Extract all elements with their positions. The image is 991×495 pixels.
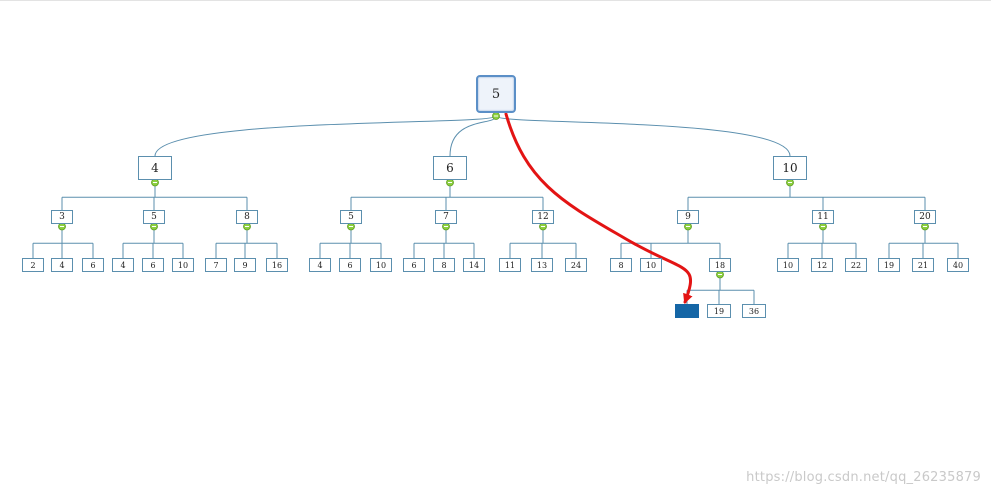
- tree-node[interactable]: 19: [878, 258, 900, 272]
- tree-node-selected[interactable]: 17: [675, 304, 699, 318]
- tree-node[interactable]: 7: [205, 258, 227, 272]
- tree-node[interactable]: 10: [773, 156, 807, 180]
- tree-node[interactable]: 13: [531, 258, 553, 272]
- collapse-toggle-icon[interactable]: [243, 222, 251, 231]
- tree-node[interactable]: 21: [912, 258, 934, 272]
- tree-node[interactable]: 6: [82, 258, 104, 272]
- collapse-toggle-icon[interactable]: [921, 222, 929, 231]
- tree-node[interactable]: 4: [51, 258, 73, 272]
- tree-node[interactable]: 16: [266, 258, 288, 272]
- tree-node[interactable]: 9: [677, 210, 699, 224]
- tree-node[interactable]: 6: [339, 258, 361, 272]
- collapse-toggle-icon[interactable]: [786, 178, 794, 187]
- tree-node[interactable]: 4: [309, 258, 331, 272]
- tree-node[interactable]: 20: [914, 210, 936, 224]
- tree-node[interactable]: 4: [138, 156, 172, 180]
- watermark-text: https://blog.csdn.net/qq_26235879: [746, 470, 981, 485]
- collapse-toggle-icon[interactable]: [492, 112, 500, 120]
- tree-node[interactable]: 8: [236, 210, 258, 224]
- tree-node[interactable]: 12: [811, 258, 833, 272]
- collapse-toggle-icon[interactable]: [347, 222, 355, 231]
- collapse-toggle-icon[interactable]: [58, 222, 66, 231]
- tree-node[interactable]: 19: [707, 304, 731, 318]
- top-divider: [0, 0, 991, 1]
- tree-node[interactable]: 14: [463, 258, 485, 272]
- collapse-toggle-icon[interactable]: [446, 178, 454, 187]
- connector-lines: [32, 115, 959, 304]
- highlight-arrow: [504, 112, 693, 304]
- tree-node[interactable]: 10: [370, 258, 392, 272]
- collapse-toggle-icon[interactable]: [716, 270, 724, 279]
- tree-node[interactable]: 9: [234, 258, 256, 272]
- tree-node[interactable]: 10: [172, 258, 194, 272]
- tree-node[interactable]: 36: [742, 304, 766, 318]
- connector-line: [449, 115, 497, 157]
- collapse-toggle-icon[interactable]: [150, 222, 158, 231]
- tree-node[interactable]: 7: [435, 210, 457, 224]
- collapse-toggle-icon[interactable]: [151, 178, 159, 187]
- highlight-arrows: [504, 112, 693, 304]
- connector-line: [154, 115, 497, 157]
- tree-root-node[interactable]: 5: [476, 75, 516, 113]
- tree-node[interactable]: 12: [532, 210, 554, 224]
- tree-node[interactable]: 6: [433, 156, 467, 180]
- collapse-toggle-icon[interactable]: [442, 222, 450, 231]
- tree-node[interactable]: 11: [812, 210, 834, 224]
- collapse-toggle-icon[interactable]: [539, 222, 547, 231]
- tree-node[interactable]: 22: [845, 258, 867, 272]
- tree-node[interactable]: 10: [777, 258, 799, 272]
- tree-node[interactable]: 8: [433, 258, 455, 272]
- tree-node[interactable]: 40: [947, 258, 969, 272]
- tree-node[interactable]: 11: [499, 258, 521, 272]
- tree-node[interactable]: 2: [22, 258, 44, 272]
- tree-node[interactable]: 3: [51, 210, 73, 224]
- collapse-toggle-icon[interactable]: [819, 222, 827, 231]
- tree-node[interactable]: 10: [640, 258, 662, 272]
- tree-node[interactable]: 6: [142, 258, 164, 272]
- collapse-toggle-icon[interactable]: [684, 222, 692, 231]
- tree-node[interactable]: 5: [143, 210, 165, 224]
- connector-line: [495, 115, 791, 157]
- tree-node[interactable]: 24: [565, 258, 587, 272]
- tree-node[interactable]: 18: [709, 258, 731, 272]
- tree-node[interactable]: 5: [340, 210, 362, 224]
- tree-node[interactable]: 6: [403, 258, 425, 272]
- tree-node[interactable]: 4: [112, 258, 134, 272]
- tree-node[interactable]: 8: [610, 258, 632, 272]
